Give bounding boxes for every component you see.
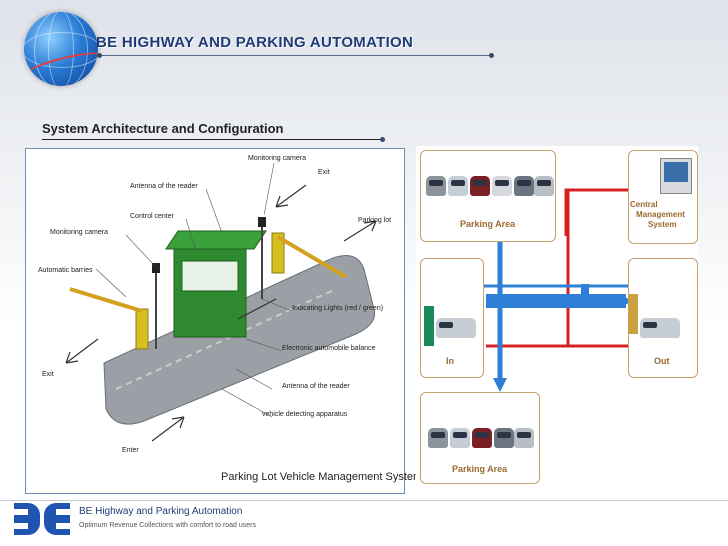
leader-line bbox=[221, 388, 273, 418]
car-icon bbox=[426, 176, 446, 196]
car-icon bbox=[448, 176, 468, 196]
footer-tagline: Optimum Revenue Collections with comfort… bbox=[79, 522, 257, 529]
parking-lot-arrow bbox=[343, 220, 377, 242]
label-control-center: Control center bbox=[130, 213, 174, 220]
header-divider-dot-right bbox=[489, 53, 494, 58]
car-icon bbox=[472, 428, 492, 448]
label-enter: Enter bbox=[122, 447, 139, 454]
red-path-top bbox=[564, 188, 630, 236]
system-flow-diagram: Parking Area Central Management System I… bbox=[416, 146, 698, 492]
header-title: BE HIGHWAY AND PARKING AUTOMATION bbox=[96, 34, 414, 51]
parking-lot-illustration bbox=[65, 162, 377, 442]
car-icon bbox=[492, 176, 512, 196]
leader-line bbox=[205, 188, 223, 234]
footer-company-name: BE Highway and Parking Automation bbox=[79, 506, 243, 517]
out-label: Out bbox=[654, 356, 670, 366]
header-divider-dot-left bbox=[97, 53, 102, 58]
section-divider-dot bbox=[380, 137, 385, 142]
footer-divider bbox=[0, 500, 728, 501]
label-vehicle-detecting: vehicle detecting apparatus bbox=[262, 411, 348, 418]
leader-line bbox=[125, 234, 155, 266]
leader-line bbox=[261, 298, 293, 312]
car-icon bbox=[640, 318, 680, 338]
label-parking-lot: Parking lot bbox=[358, 217, 392, 224]
label-exit-top: Exit bbox=[318, 169, 330, 176]
blue-arrow-down bbox=[493, 378, 507, 392]
section-title: System Architecture and Configuration bbox=[42, 121, 284, 136]
car-icon bbox=[450, 428, 470, 448]
blue-arrow-right bbox=[620, 294, 632, 308]
globe-logo-icon bbox=[24, 12, 98, 86]
lane-marking bbox=[115, 288, 337, 390]
blue-link-bar bbox=[486, 294, 626, 308]
blue-link-stub bbox=[581, 284, 589, 298]
label-monitoring-camera-top: Monitoring camera bbox=[248, 155, 306, 162]
leader-line bbox=[95, 268, 127, 298]
be-logo-icon bbox=[14, 503, 74, 535]
exit-top-arrow bbox=[275, 184, 307, 208]
leader-line bbox=[235, 368, 273, 390]
left-diagram-caption: Parking Lot Vehicle Management System bbox=[221, 471, 423, 483]
car-icon bbox=[514, 428, 534, 448]
car-icon bbox=[436, 318, 476, 338]
exit-booth-icon bbox=[628, 294, 638, 334]
leader-line bbox=[185, 218, 197, 252]
booth-window bbox=[181, 260, 239, 292]
label-exit-bottom: Exit bbox=[42, 371, 54, 378]
label-antenna-top: Antenna of the reader bbox=[130, 183, 198, 190]
car-icon bbox=[470, 176, 490, 196]
booth-roof bbox=[165, 230, 267, 250]
label-monitoring-camera-left: Monitoring camera bbox=[50, 229, 108, 236]
car-icon bbox=[514, 176, 534, 196]
road-platform bbox=[103, 255, 376, 425]
camera-left bbox=[152, 263, 160, 273]
label-indicating-lights: Indicating Lights (red / green) bbox=[292, 305, 384, 312]
leader-line bbox=[245, 338, 283, 352]
camera-right bbox=[258, 217, 266, 227]
right-barrier-arm bbox=[276, 235, 348, 279]
parking-lot-diagram: Monitoring camera Exit Antenna of the re… bbox=[25, 148, 422, 494]
right-barrier-post bbox=[271, 232, 285, 274]
label-antenna-bottom: Antenna of the reader bbox=[282, 383, 350, 390]
system-label: System bbox=[648, 220, 677, 229]
leader-line bbox=[263, 162, 275, 216]
header-divider bbox=[96, 55, 491, 56]
monitor-icon bbox=[660, 158, 692, 194]
management-label: Management bbox=[636, 210, 685, 219]
left-barrier-post bbox=[135, 308, 149, 350]
left-barrier-arm bbox=[69, 287, 143, 313]
central-label: Central bbox=[630, 200, 658, 209]
car-icon bbox=[534, 176, 554, 196]
label-automatic-barries: Automatic barries bbox=[38, 267, 93, 274]
in-label: In bbox=[446, 356, 454, 366]
exit-bottom-arrow bbox=[65, 338, 99, 364]
car-icon bbox=[428, 428, 448, 448]
parking-area-bottom-label: Parking Area bbox=[452, 464, 508, 474]
enter-arrow bbox=[151, 416, 185, 442]
section-divider bbox=[42, 139, 382, 140]
ticket-machine-icon bbox=[424, 306, 434, 346]
parking-area-top-label: Parking Area bbox=[460, 219, 516, 229]
parking-area-top-box bbox=[420, 150, 556, 242]
car-icon bbox=[494, 428, 514, 448]
label-balance: Electronic automobile balance bbox=[282, 345, 376, 352]
